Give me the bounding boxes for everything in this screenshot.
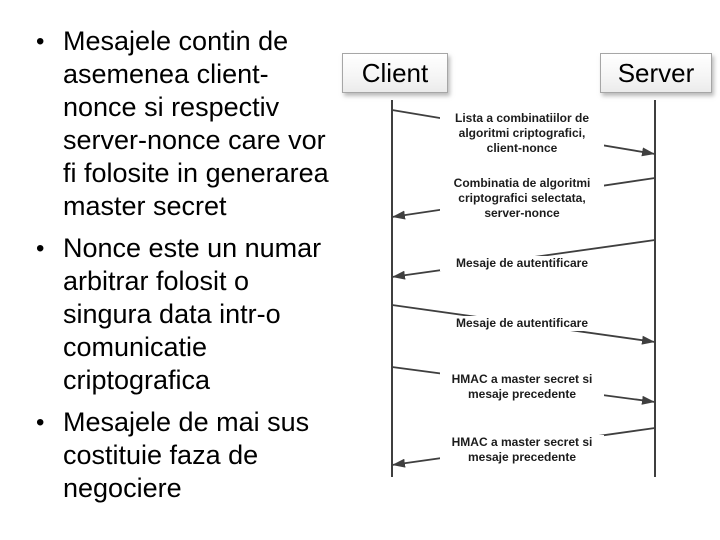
message-label-2: Combinatia de algoritmi criptografici se… bbox=[440, 176, 604, 221]
bullet-text: Mesajele de mai sus costituie faza de ne… bbox=[63, 407, 310, 503]
bullet-item-2: • Nonce este un numar arbitrar folosit o… bbox=[36, 232, 358, 397]
actor-label-server: Server bbox=[617, 57, 695, 88]
bullet-marker: • bbox=[36, 409, 45, 436]
message-label-5: HMAC a master secret si mesaje precedent… bbox=[440, 372, 604, 402]
bullet-marker: • bbox=[36, 235, 45, 262]
bullet-list: • Mesajele contin de asemenea client- no… bbox=[36, 25, 358, 514]
message-label-4: Mesaje de autentificare bbox=[440, 316, 604, 331]
bullet-item-3: • Mesajele de mai sus costituie faza de … bbox=[36, 406, 358, 505]
bullet-item-1: • Mesajele contin de asemenea client- no… bbox=[36, 25, 358, 223]
message-label-3: Mesaje de autentificare bbox=[440, 256, 604, 271]
message-label-1: Lista a combinatiilor de algoritmi cript… bbox=[440, 111, 604, 156]
bullet-text: Mesajele contin de asemenea client- nonc… bbox=[63, 26, 329, 221]
bullet-text: Nonce este un numar arbitrar folosit o s… bbox=[63, 233, 322, 395]
bullet-marker: • bbox=[36, 28, 45, 55]
actor-box-server: Server bbox=[600, 53, 712, 93]
message-label-6: HMAC a master secret si mesaje precedent… bbox=[440, 435, 604, 465]
actor-label-client: Client bbox=[361, 57, 429, 88]
actor-box-client: Client bbox=[342, 53, 448, 93]
